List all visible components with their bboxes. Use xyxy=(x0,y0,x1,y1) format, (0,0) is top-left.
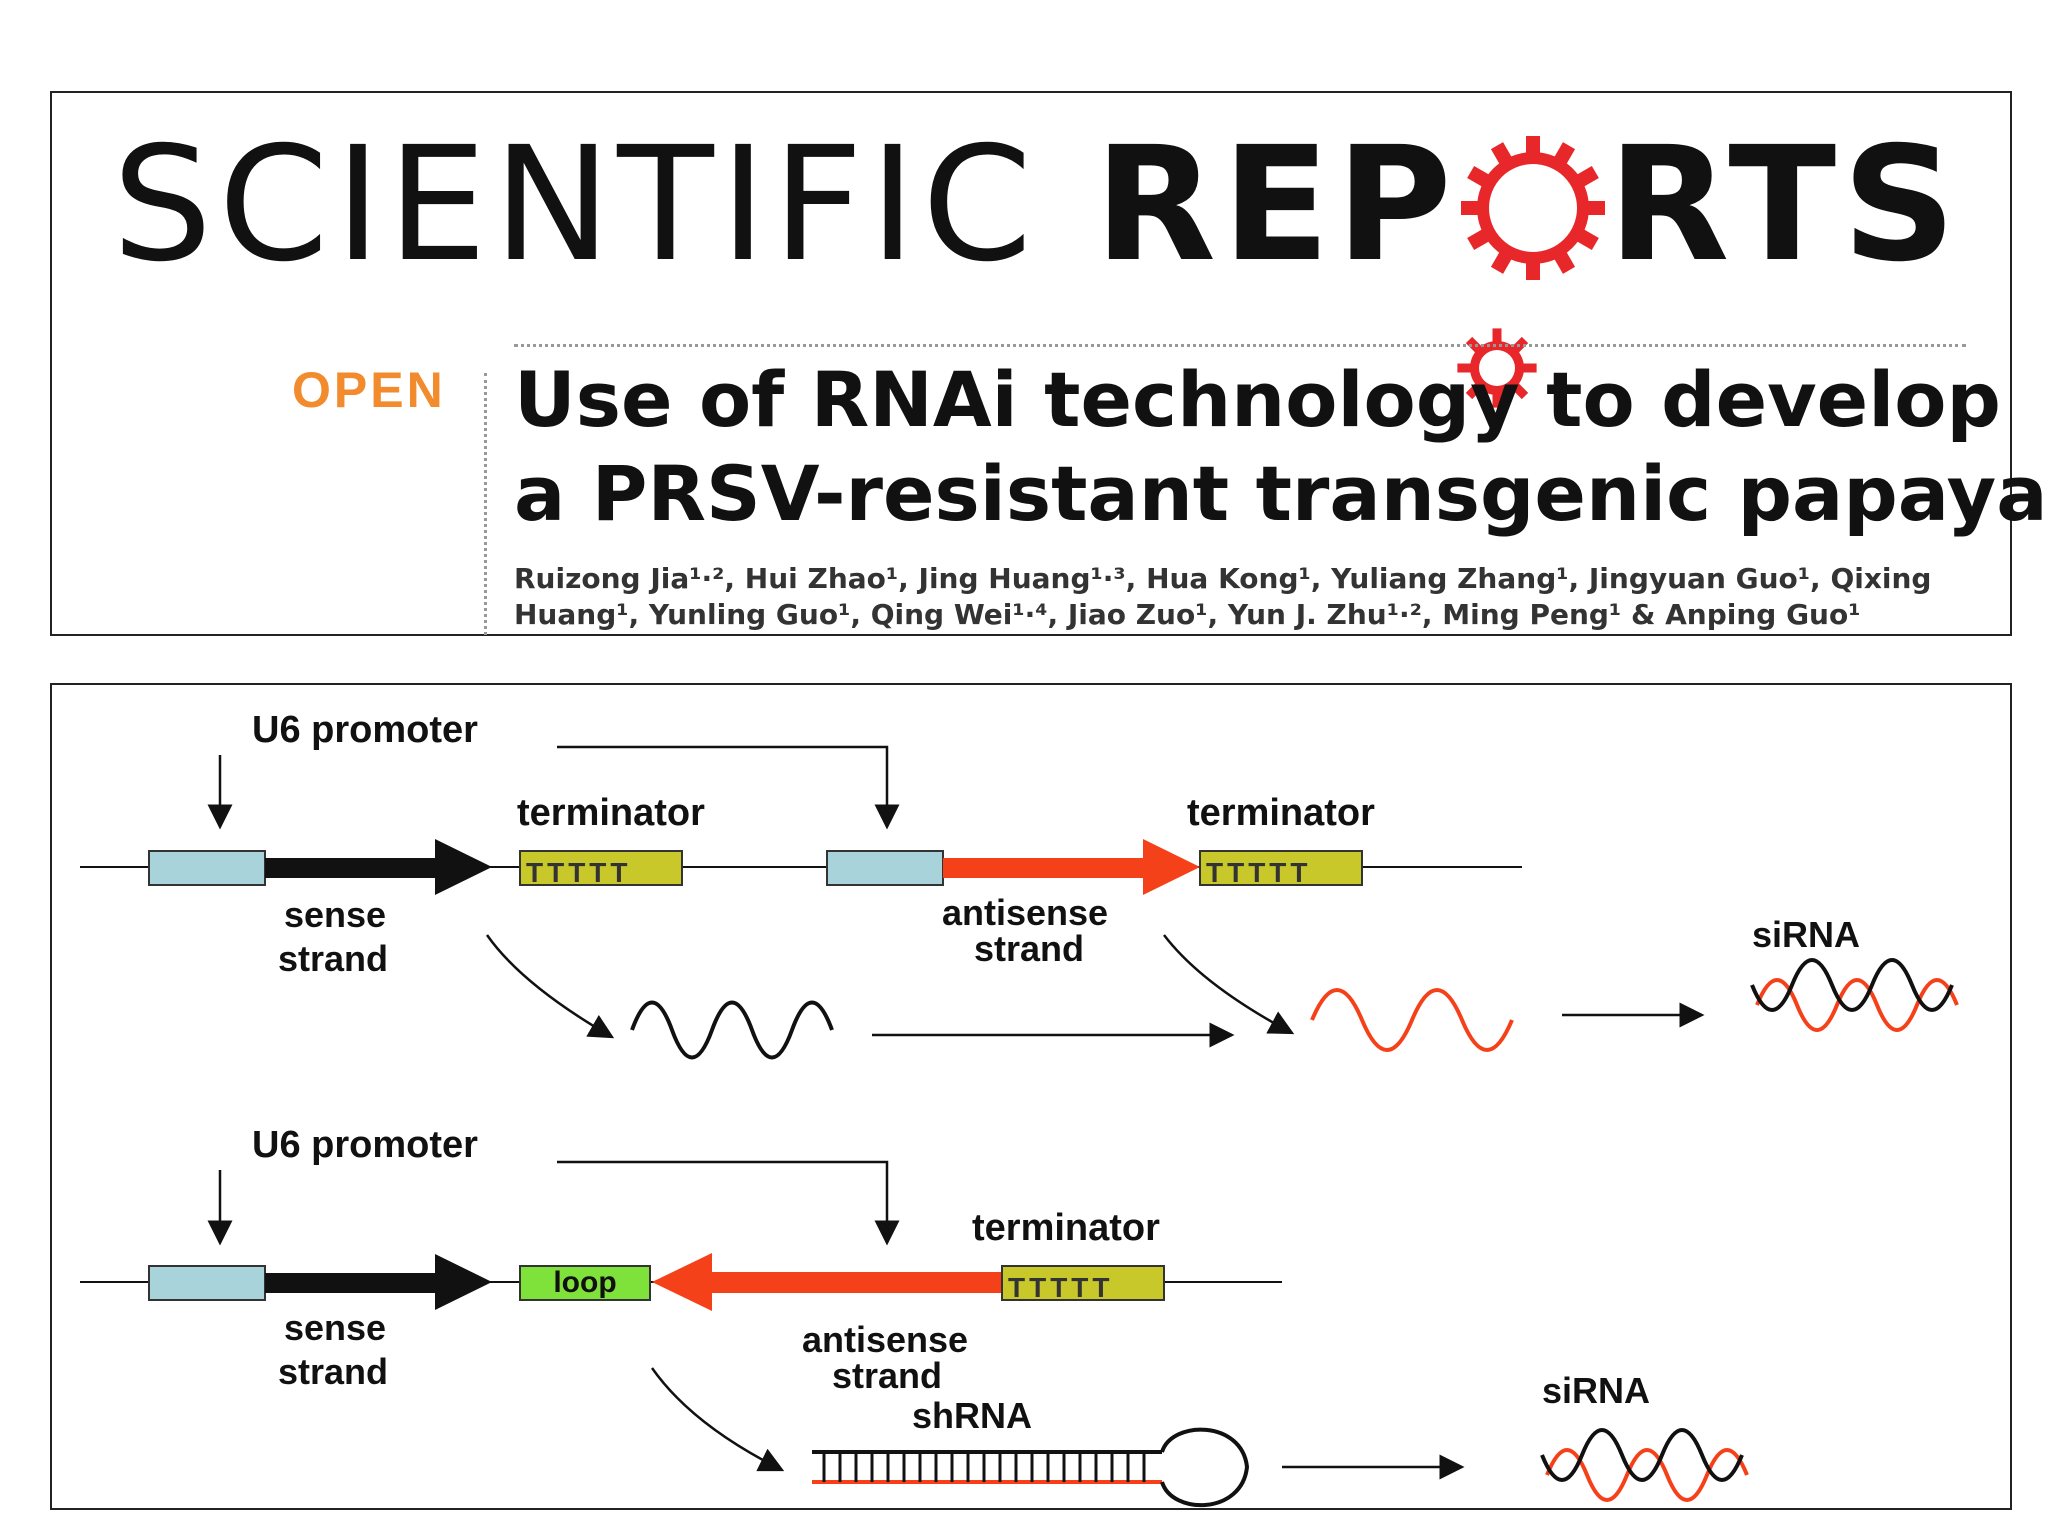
sense-label-bottom-2: strand xyxy=(278,1351,388,1392)
sense-arrowhead xyxy=(435,839,492,895)
sense-label-bottom-1: sense xyxy=(284,1307,386,1348)
rnai-diagram: U6 promoter TTTTT TTTTT terminator termi… xyxy=(80,709,1959,1508)
antisense-arrowhead-bottom xyxy=(652,1253,712,1311)
sirna-black-strand-bottom xyxy=(1540,1428,1744,1482)
antisense-label-top-1: antisense xyxy=(942,892,1108,933)
sense-label-top-1: sense xyxy=(284,894,386,935)
title-divider xyxy=(514,344,1966,347)
loop-box xyxy=(519,1265,651,1301)
sirna-label-bottom: siRNA xyxy=(1542,1370,1650,1411)
shrna-label: shRNA xyxy=(912,1395,1032,1436)
journal-title: SCIENTIFIC REP RTS xyxy=(112,105,1962,305)
antisense-strand-bar xyxy=(943,858,1143,878)
transcription-arrow-2 xyxy=(1163,934,1295,1035)
terminator-label-bottom: terminator xyxy=(972,1207,1160,1249)
sirna-red-strand-bottom xyxy=(1545,1448,1749,1502)
terminator-box-2 xyxy=(1199,850,1363,886)
sense-strand-bar xyxy=(265,858,435,878)
promoter-box-2 xyxy=(826,850,944,886)
antisense-strand-bar-bottom xyxy=(712,1272,1002,1293)
shrna-hairpin xyxy=(812,1427,1250,1508)
article-header-panel: SCIENTIFIC REP RTS xyxy=(50,91,2048,636)
promoter-arrow-4 xyxy=(557,1160,900,1246)
sirna-black-strand-top xyxy=(1750,958,1954,1012)
loop-label: loop xyxy=(553,1266,616,1299)
gear-icon xyxy=(1460,135,1605,280)
u6-promoter-label-top: U6 promoter xyxy=(252,709,478,751)
sense-rna-wave xyxy=(630,1000,834,1060)
terminator-ticks-2: TTTTT xyxy=(1206,857,1312,888)
sirna-label-top: siRNA xyxy=(1752,914,1860,955)
open-access-label: OPEN xyxy=(292,362,446,418)
promoter-arrow-2 xyxy=(557,745,900,830)
sirna-red-strand-top xyxy=(1755,978,1959,1032)
sense-label-top-2: strand xyxy=(278,938,388,979)
hairpin-construct: U6 promoter loop TTTTT terminator sense … xyxy=(80,1124,1749,1508)
terminator-label-2: terminator xyxy=(1187,792,1375,834)
promoter-box-1 xyxy=(148,850,266,886)
antisense-label-bottom-1: antisense xyxy=(802,1319,968,1360)
sense-strand-bar-bottom xyxy=(265,1273,435,1293)
article-title-line-1: Use of RNAi technology to develop xyxy=(514,355,2001,444)
antisense-label-top-2: strand xyxy=(974,928,1084,969)
transcription-arrow-3 xyxy=(650,1367,785,1472)
u6-promoter-label-bottom: U6 promoter xyxy=(252,1124,478,1166)
journal-title-rts: RTS xyxy=(1607,113,1962,297)
promoter-box-3 xyxy=(148,1265,266,1301)
author-list: Ruizong Jia¹·², Hui Zhao¹, Jing Huang¹·³… xyxy=(514,562,1932,631)
journal-title-scientific: SCIENTIFIC xyxy=(112,113,1039,297)
terminator-box-1 xyxy=(519,850,683,886)
antisense-rna-wave xyxy=(1310,988,1514,1052)
antisense-label-bottom-2: strand xyxy=(832,1355,942,1396)
transcription-arrow-1 xyxy=(485,934,615,1039)
terminator-box-3 xyxy=(1001,1265,1165,1301)
sense-arrowhead-bottom xyxy=(435,1254,492,1310)
tandem-construct: U6 promoter TTTTT TTTTT terminator termi… xyxy=(80,709,1959,1060)
antisense-arrowhead xyxy=(1143,839,1200,895)
journal-title-rep: REP xyxy=(1094,113,1458,297)
terminator-ticks-3: TTTTT xyxy=(1008,1272,1114,1303)
vertical-divider xyxy=(484,373,487,635)
article-title: Use of RNAi technology to develop a PRSV… xyxy=(514,353,2048,541)
rnai-diagram-panel: U6 promoter TTTTT TTTTT terminator termi… xyxy=(50,683,2012,1510)
terminator-label-1: terminator xyxy=(517,792,705,834)
article-title-line-2: a PRSV-resistant transgenic papaya xyxy=(514,449,2048,538)
terminator-ticks-1: TTTTT xyxy=(526,857,632,888)
